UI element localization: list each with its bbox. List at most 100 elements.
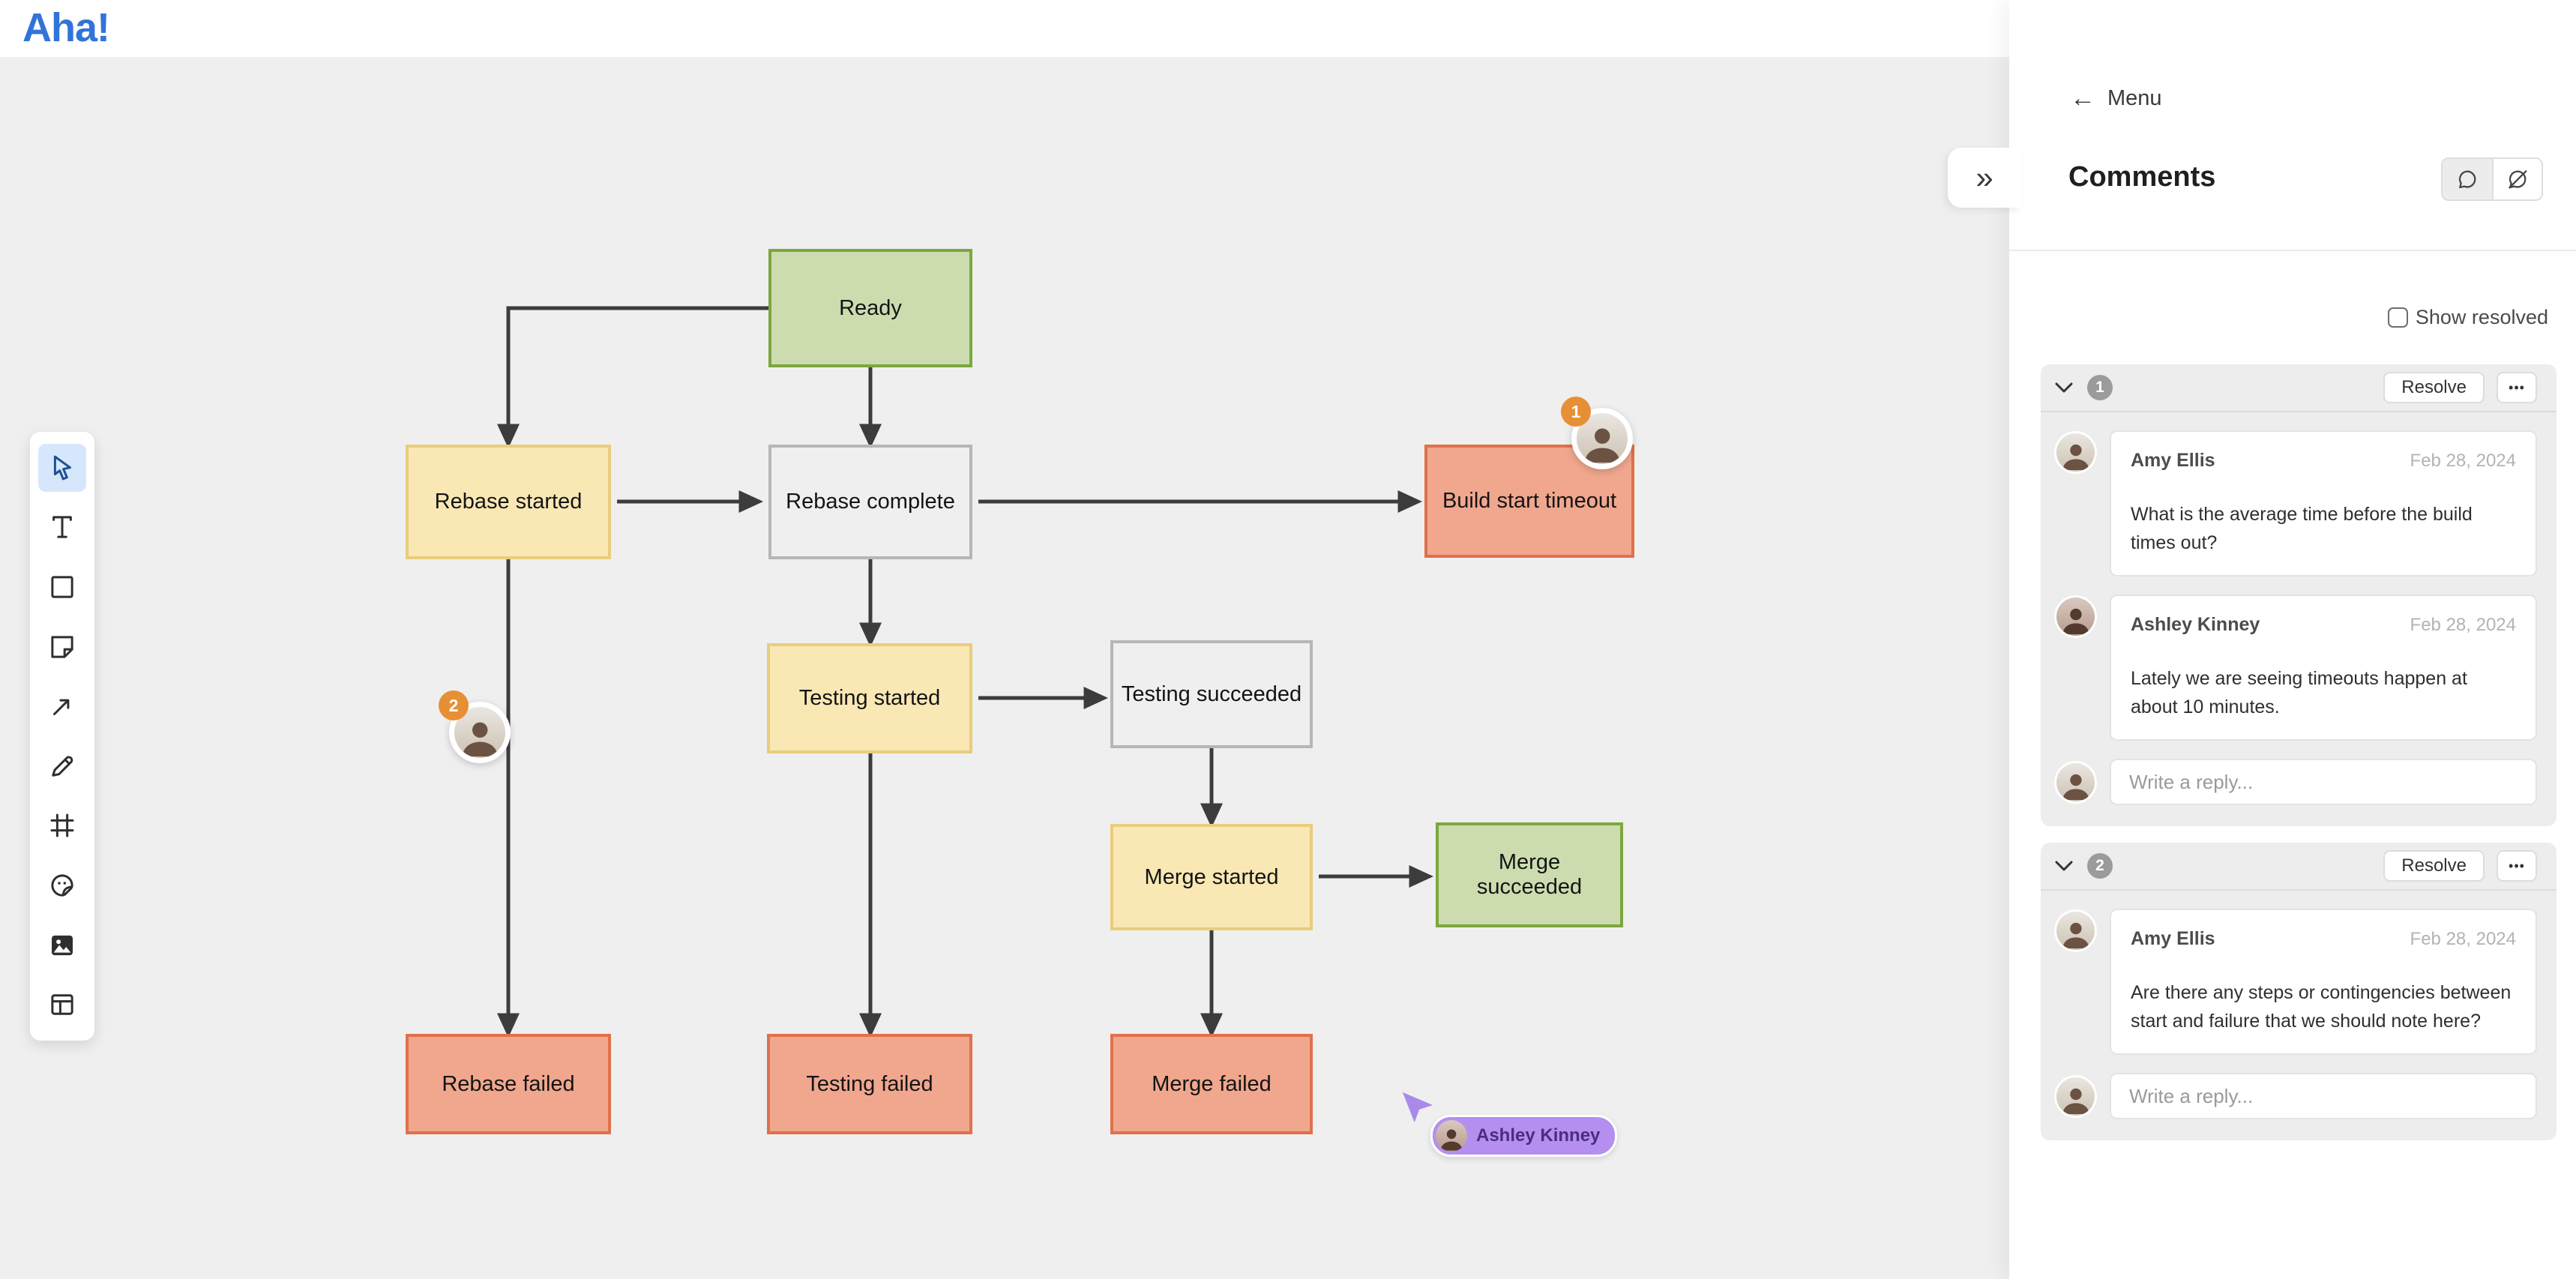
comment-pin-2[interactable]: 2 [439, 690, 511, 763]
comment-card: Amy Ellis Feb 28, 2024 Are there any ste… [2110, 909, 2537, 1055]
comment-date: Feb 28, 2024 [2410, 451, 2516, 471]
show-comments-button[interactable] [2443, 159, 2492, 199]
flow-node-testing-succeeded[interactable]: Testing succeeded [1110, 640, 1313, 748]
image-icon [52, 935, 73, 955]
cursor-user-name: Ashley Kinney [1476, 1125, 1601, 1146]
flow-node-rebase-failed[interactable]: Rebase failed [406, 1034, 611, 1134]
flow-node-merge-started[interactable]: Merge started [1110, 824, 1313, 930]
reply-row [2056, 1073, 2537, 1119]
avatar-ashley-kinney [2056, 598, 2095, 636]
pen-icon [52, 756, 73, 777]
comment-author: Ashley Kinney [2131, 614, 2260, 635]
thread-number-badge: 1 [2087, 375, 2113, 400]
comment-visibility-toggle [2441, 157, 2543, 201]
comment-card: Amy Ellis Feb 28, 2024 What is the avera… [2110, 430, 2537, 577]
back-to-menu-button[interactable]: ← Menu [2070, 85, 2162, 111]
node-label: Testing failed [806, 1071, 933, 1096]
flow-node-rebase-started[interactable]: Rebase started [406, 445, 611, 559]
tool-table-button[interactable] [38, 981, 86, 1029]
flow-node-testing-failed[interactable]: Testing failed [767, 1034, 972, 1134]
thread-header: 1 Resolve ••• [2041, 364, 2557, 412]
flow-node-testing-started[interactable]: Testing started [767, 643, 972, 753]
comment-date: Feb 28, 2024 [2410, 615, 2516, 635]
comments-panel: ← Menu Comments Show resolved 1 Re [2009, 0, 2576, 1279]
collapse-thread-icon[interactable] [2053, 855, 2075, 877]
collapse-thread-icon[interactable] [2053, 376, 2075, 399]
node-label: Merge failed [1152, 1071, 1272, 1096]
arrow-connector-icon [53, 699, 70, 716]
node-label: Ready [839, 295, 902, 320]
comment-bubble-icon [2458, 170, 2476, 189]
hide-comments-button[interactable] [2492, 159, 2542, 199]
node-label: Merge started [1144, 864, 1279, 889]
back-label: Menu [2107, 85, 2162, 110]
aha-logo: Aha! [22, 5, 110, 50]
chevron-double-right-icon: » [1975, 160, 1993, 195]
show-resolved-label: Show resolved [2415, 306, 2548, 328]
flow-connectors [497, 306, 1433, 1038]
comment-text: Are there any steps or contingencies bet… [2131, 982, 2512, 1032]
show-resolved-toggle[interactable]: Show resolved [2387, 306, 2548, 329]
comment: Amy Ellis Feb 28, 2024 Are there any ste… [2056, 909, 2537, 1055]
thread-more-button[interactable]: ••• [2497, 850, 2537, 882]
tool-frame-button[interactable] [38, 801, 86, 849]
select-cursor-icon [53, 455, 71, 481]
flow-node-merge-succeeded[interactable]: Merge succeeded [1436, 822, 1623, 927]
edge-ready-rebase-started[interactable] [497, 306, 768, 448]
reply-input[interactable] [2110, 1073, 2537, 1119]
reply-row [2056, 759, 2537, 805]
whiteboard-canvas[interactable]: Ready Rebase started Rebase complete Bui… [0, 57, 2009, 1279]
table-layout-icon [51, 994, 73, 1015]
node-label: Build start timeout [1442, 489, 1617, 513]
cursor-arrow-icon [1402, 1092, 1433, 1123]
tool-sticky-note-button[interactable] [38, 623, 86, 671]
flow-node-merge-failed[interactable]: Merge failed [1110, 1034, 1313, 1134]
node-label: Rebase started [434, 490, 583, 514]
node-label: Rebase complete [786, 490, 955, 514]
sticker-smiley-icon [51, 874, 73, 897]
comment-author: Amy Ellis [2131, 928, 2215, 949]
comment-thread-1: 1 Resolve ••• Amy Ellis Feb 28, 2024 Wha… [2041, 364, 2557, 826]
thread-body: Amy Ellis Feb 28, 2024 Are there any ste… [2041, 891, 2557, 1140]
comment-bubble-slash-icon [2509, 170, 2527, 189]
collapse-panel-tab[interactable]: » [1948, 148, 2021, 208]
sticky-note-icon [51, 635, 73, 658]
resolve-button[interactable]: Resolve [2383, 850, 2485, 882]
comment: Amy Ellis Feb 28, 2024 What is the avera… [2056, 430, 2537, 577]
node-label: Merge succeeded [1476, 850, 1583, 899]
panel-divider [2009, 250, 2576, 251]
avatar-amy-ellis [2056, 912, 2095, 950]
tool-shape-button[interactable] [38, 563, 86, 611]
comment-author: Amy Ellis [2131, 450, 2215, 471]
comment-date: Feb 28, 2024 [2410, 929, 2516, 949]
tool-text-button[interactable] [38, 503, 86, 551]
tool-pen-button[interactable] [38, 742, 86, 790]
comment-pin-1[interactable]: 1 [1561, 397, 1633, 469]
thread-body: Amy Ellis Feb 28, 2024 What is the avera… [2041, 412, 2557, 826]
comment-text: Lately we are seeing timeouts happen at … [2131, 668, 2467, 717]
comment-pin-badge: 1 [1561, 397, 1591, 427]
comment: Ashley Kinney Feb 28, 2024 Lately we are… [2056, 595, 2537, 741]
flow-node-ready[interactable]: Ready [768, 249, 972, 367]
node-label: Rebase failed [442, 1071, 575, 1096]
reply-input[interactable] [2110, 759, 2537, 805]
cursor-name-pill: Ashley Kinney [1430, 1115, 1618, 1157]
thread-number-badge: 2 [2087, 853, 2113, 879]
tool-image-button[interactable] [38, 921, 86, 969]
avatar-ashley-kinney [1436, 1120, 1467, 1152]
avatar-amy-ellis [2056, 433, 2095, 472]
tool-select-button[interactable] [38, 443, 86, 492]
tool-sticker-button[interactable] [38, 861, 86, 909]
thread-header: 2 Resolve ••• [2041, 843, 2557, 891]
live-cursor-ashley-kinney: Ashley Kinney [1400, 1090, 1618, 1157]
text-icon [52, 516, 72, 539]
comment-pin-badge: 2 [439, 690, 469, 720]
show-resolved-checkbox[interactable] [2387, 307, 2408, 328]
resolve-button[interactable]: Resolve [2383, 372, 2485, 403]
thread-more-button[interactable]: ••• [2497, 372, 2537, 403]
current-user-avatar [2056, 762, 2095, 801]
flow-node-rebase-complete[interactable]: Rebase complete [768, 445, 972, 559]
tool-connector-button[interactable] [38, 682, 86, 730]
rectangle-shape-icon [51, 576, 73, 598]
comment-text: What is the average time before the buil… [2131, 504, 2473, 553]
